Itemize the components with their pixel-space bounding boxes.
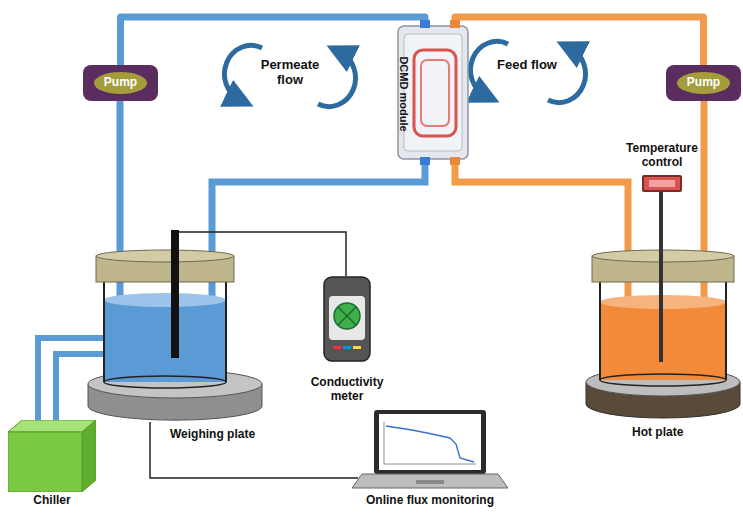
- label-text: Pump: [94, 72, 147, 94]
- label-text: Conductivity meter: [307, 376, 387, 404]
- membrane-module: DCMD module: [390, 20, 475, 165]
- pump-box: Pump: [83, 65, 158, 101]
- conductivity-probe: [171, 230, 346, 358]
- chiller-drawing: [8, 420, 96, 492]
- label-text: Chiller: [33, 494, 70, 508]
- pipe-line: [455, 17, 704, 65]
- pipe-line: [150, 422, 358, 478]
- laptop-monitor: Online flux monitoring: [352, 408, 508, 492]
- conductivity-meter: Conductivity meter: [323, 276, 371, 362]
- label-text: Online flux monitoring: [366, 494, 494, 508]
- label-text: Temperature control: [607, 142, 717, 170]
- hot-plate: Hot plate: [586, 368, 740, 418]
- temperature-controller: Temperature control: [642, 175, 682, 192]
- feed-tank: [592, 192, 734, 386]
- label-text: Pump: [677, 72, 730, 94]
- controller-display: [649, 180, 675, 187]
- permeate-tank: [96, 250, 234, 388]
- label-text: Weighing plate: [170, 428, 255, 442]
- weighing-plate: Weighing plate: [88, 368, 262, 422]
- chiller-unit: Chiller: [8, 420, 96, 492]
- meter-drawing: [323, 276, 371, 362]
- label-text: Hot plate: [632, 426, 683, 440]
- label-text: DCMD module: [398, 56, 411, 131]
- pump-box: Pump: [666, 65, 741, 101]
- label-text: Permeate flow: [252, 58, 328, 88]
- label-text: Feed flow: [496, 58, 558, 73]
- laptop-drawing: [352, 408, 508, 492]
